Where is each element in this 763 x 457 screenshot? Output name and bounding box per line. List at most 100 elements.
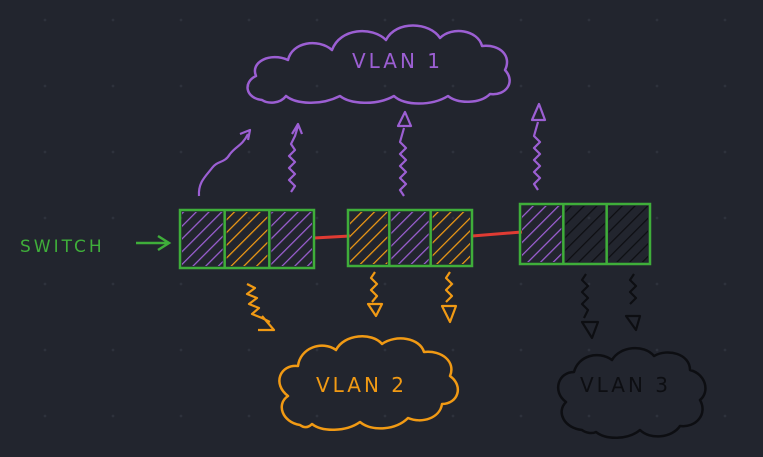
grid-dot (111, 414, 115, 418)
switch-2 (346, 208, 474, 268)
vlan3-downlink-arrow (580, 273, 600, 340)
switch-annotation: SWITCH (20, 234, 172, 257)
grid-dot (111, 282, 115, 286)
grid-dot (179, 348, 183, 352)
grid-dot (655, 348, 659, 352)
grid-dot (111, 216, 115, 220)
grid-dot (451, 348, 455, 352)
grid-dot (315, 18, 319, 22)
switch-3-outline (518, 202, 652, 266)
grid-dot (43, 348, 47, 352)
grid-dot (315, 150, 319, 154)
vlan3-cloud: VLAN 3 (556, 347, 707, 439)
vlan2-downlink-arrow (440, 271, 458, 324)
grid-dot (587, 282, 591, 286)
switch-2-port-2-vlan1 (391, 212, 429, 264)
grid-dot (247, 18, 251, 22)
grid-dot (179, 414, 183, 418)
grid-dot (383, 282, 387, 286)
grid-dot (519, 348, 523, 352)
switch-pointer-arrow (136, 234, 172, 252)
vlan2-downlink-arrow (245, 283, 276, 332)
switch-1-outline (178, 208, 316, 270)
grid-dot (43, 84, 47, 88)
grid-dot (587, 18, 591, 22)
switch-3-port-2-vlan3 (565, 206, 605, 262)
grid-dot (451, 150, 455, 154)
grid-dot (179, 18, 183, 22)
switch-1-port-1-vlan1 (182, 212, 223, 266)
grid-dot (111, 348, 115, 352)
grid-dot (587, 84, 591, 88)
grid-dot (519, 18, 523, 22)
grid-dot (383, 18, 387, 22)
grid-dot (179, 84, 183, 88)
grid-dot (723, 18, 727, 22)
switch-3 (518, 202, 652, 266)
grid-dot (383, 414, 387, 418)
switch-1-port-3-vlan1 (271, 212, 312, 266)
grid-dot (383, 84, 387, 88)
grid-dot (43, 216, 47, 220)
switch-label: SWITCH (20, 237, 105, 257)
grid-dot (315, 348, 319, 352)
grid-dot (315, 84, 319, 88)
grid-dot (247, 150, 251, 154)
grid-dot (111, 18, 115, 22)
vlan1-uplinks (197, 102, 547, 197)
grid-dot (587, 414, 591, 418)
grid-dot (519, 84, 523, 88)
grid-dot (451, 414, 455, 418)
grid-dot (315, 282, 319, 286)
switch-3-port-3-vlan3 (608, 206, 648, 262)
vlan1-label: VLAN 1 (352, 49, 443, 73)
switch-2-port-3-vlan2 (432, 212, 470, 264)
grid-dot (43, 150, 47, 154)
switch-3-port-1-vlan1 (522, 206, 562, 262)
grid-dot (655, 282, 659, 286)
vlan1-uplink-arrow (197, 128, 252, 197)
background-grid (43, 18, 727, 418)
grid-dot (519, 414, 523, 418)
trunk-link-1-2 (313, 234, 351, 240)
vlan3-downlinks (580, 273, 642, 340)
switches (178, 202, 652, 270)
grid-dot (111, 150, 115, 154)
grid-dot (179, 150, 183, 154)
vlan3-label: VLAN 3 (580, 373, 671, 397)
grid-dot (655, 84, 659, 88)
switch-2-outline (346, 208, 474, 268)
grid-dot (655, 150, 659, 154)
grid-dot (247, 414, 251, 418)
grid-dot (723, 282, 727, 286)
vlan1-uplink-arrow (396, 110, 413, 197)
grid-dot (519, 150, 523, 154)
switch-1-port-2-vlan2 (226, 212, 268, 266)
grid-dot (723, 216, 727, 220)
grid-dot (383, 150, 387, 154)
grid-dot (315, 216, 319, 220)
grid-dot (451, 84, 455, 88)
grid-dot (723, 150, 727, 154)
grid-dot (723, 414, 727, 418)
grid-dot (587, 150, 591, 154)
vlan1-uplink-arrow (287, 122, 304, 193)
trunk-link-2-3 (471, 230, 523, 238)
grid-dot (43, 18, 47, 22)
vlan2-cloud: VLAN 2 (278, 335, 460, 431)
vlan1-cloud: VLAN 1 (246, 24, 511, 105)
grid-dot (43, 414, 47, 418)
grid-dot (111, 84, 115, 88)
vlan3-downlink-arrow (624, 273, 642, 332)
switch-2-port-1-vlan2 (350, 212, 388, 264)
grid-dot (519, 282, 523, 286)
grid-dot (587, 348, 591, 352)
vlan2-downlinks (245, 271, 458, 332)
grid-dot (655, 18, 659, 22)
grid-dot (723, 348, 727, 352)
grid-dot (247, 348, 251, 352)
grid-dot (723, 84, 727, 88)
grid-dot (43, 282, 47, 286)
grid-dot (451, 18, 455, 22)
